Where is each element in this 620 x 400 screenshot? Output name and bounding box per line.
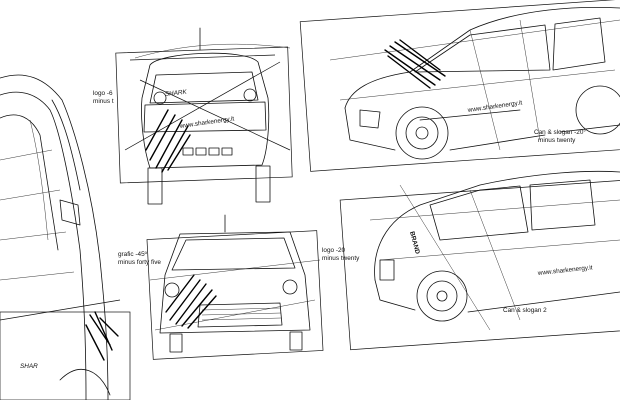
front-grafic-line1: grafic -45º: [118, 251, 148, 258]
side-can-slogan-line1: Can & slogan -20°: [534, 128, 586, 136]
side-view-car-2: BRAND www.sharkenergy.it Can & slogan 2: [339, 170, 620, 351]
rear-logo-label-line1: logo -6: [93, 90, 113, 97]
front-logo-line2: minus twenty: [322, 255, 360, 262]
rear-logo-text: SHARK: [164, 89, 187, 98]
side2-can-slogan-line1: Can & slogan 2: [503, 307, 547, 314]
rear-logo-label-line2: minus t: [93, 98, 114, 105]
front-grafic-line2: minus forty five: [118, 259, 161, 266]
door-brand-text: BRAND: [408, 231, 421, 255]
side2-website-text: www.sharkenergy.it: [536, 264, 593, 277]
side-view-car: www.sharkenergy.it Can & slogan -20° min…: [299, 0, 620, 172]
rear-view-car: SHARK www.sharkenergy.it logo -6 minus t: [93, 27, 293, 205]
front-view-car: grafic -45º minus forty five logo -20 mi…: [118, 214, 360, 360]
front-logo-line1: logo -20: [322, 247, 346, 254]
top-view-car-partial: SHAR: [0, 74, 131, 400]
side-can-slogan-line2: minus twenty: [538, 137, 576, 144]
bottom-logo-text: SHAR: [20, 363, 38, 370]
side-website-text: www.sharkenergy.it: [466, 99, 523, 114]
